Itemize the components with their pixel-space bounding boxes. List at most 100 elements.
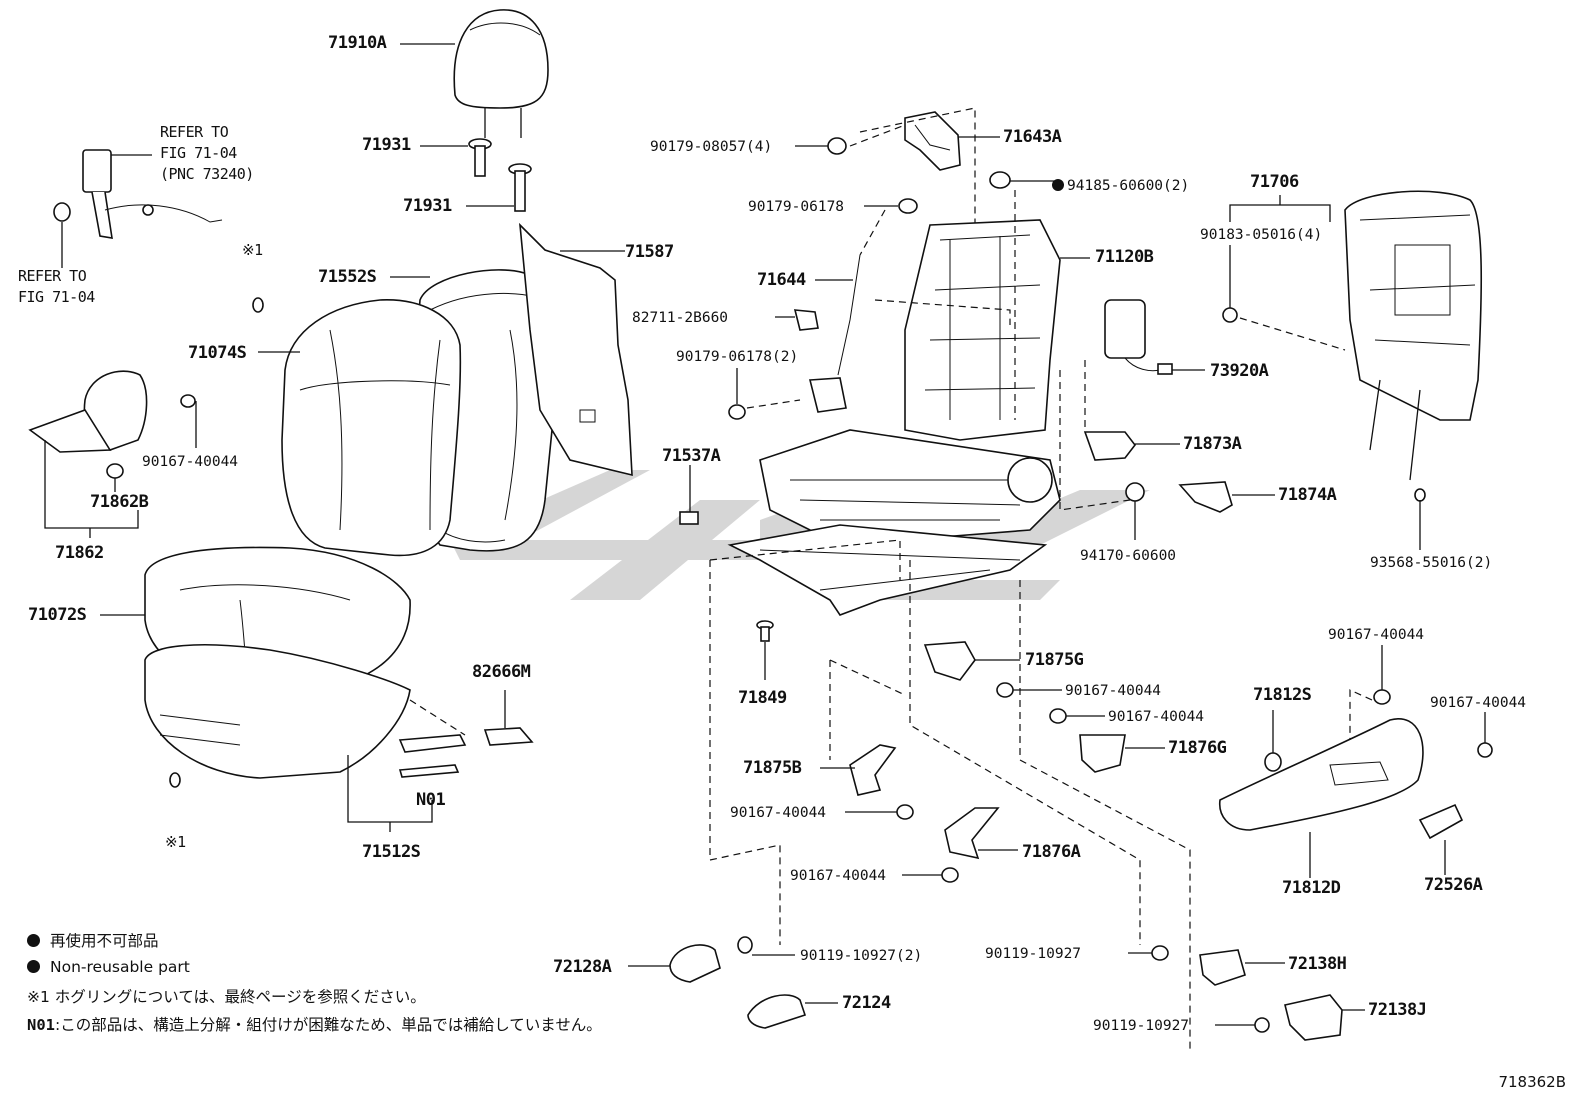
dash-h <box>909 560 1141 945</box>
label-90119-10927-2: 90119-10927(2) <box>800 948 923 964</box>
label-71849: 71849 <box>738 688 787 708</box>
clamp-82711 <box>775 309 819 331</box>
label-71706: 71706 <box>1250 172 1299 192</box>
label-82711-2B660: 82711-2B660 <box>632 310 729 326</box>
side-cover-71812D <box>1219 718 1424 878</box>
label-71812S: 71812S <box>1253 685 1312 705</box>
dash-g <box>829 659 906 760</box>
backboard-71706 <box>1222 190 1483 550</box>
bolt-71849 <box>756 620 774 680</box>
label-71875G: 71875G <box>1025 650 1084 670</box>
label-71120B: 71120B <box>1095 247 1154 267</box>
bolt-90119-b <box>1215 1017 1270 1033</box>
cover-71874A <box>1178 481 1275 513</box>
label-71512S: 71512S <box>362 842 421 862</box>
cover-71873A <box>1083 431 1180 461</box>
nut-90179-06178 <box>898 198 918 214</box>
label-71643A: 71643A <box>1003 127 1062 147</box>
label-94170-60600: 94170-60600 <box>1080 548 1177 564</box>
label-90167-40044-g: 90167-40044 <box>790 868 887 884</box>
label-refer-pnc: (PNC 73240) <box>160 165 254 183</box>
label-71644: 71644 <box>757 270 806 290</box>
label-82666M: 82666M <box>472 662 531 682</box>
bolt-90119-a <box>1128 945 1169 961</box>
label-71552S: 71552S <box>318 267 377 287</box>
label-72138H: 72138H <box>1288 954 1347 974</box>
dash-e <box>709 560 781 945</box>
label-90167-40044-c: 90167-40044 <box>1108 709 1205 725</box>
nut-90179-06178-2 <box>728 404 746 420</box>
label-71812D: 71812D <box>1282 878 1341 898</box>
cover-72138J <box>1284 994 1365 1041</box>
label-hog-ring-note-bottom: ※1 <box>165 833 186 851</box>
cover-71862 <box>28 370 197 538</box>
label-71876G: 71876G <box>1168 738 1227 758</box>
label-71931-a: 71931 <box>362 135 411 155</box>
figure-number: 718362B <box>1498 1073 1566 1091</box>
harness-N01 <box>398 699 467 778</box>
airbag-73920A <box>1104 299 1205 375</box>
label-71931-b: 71931 <box>403 196 452 216</box>
label-N01: N01 <box>416 790 446 810</box>
label-90167-40044-a: 90167-40044 <box>142 454 239 470</box>
label-71873A: 71873A <box>1183 434 1242 454</box>
hog-ring-top <box>252 297 264 313</box>
bracket-71643A <box>795 107 1000 250</box>
seatback-cover-71074S <box>258 299 462 557</box>
legend-nonreusable-jp: 再使用不可部品 <box>27 928 159 954</box>
label-71876A: 71876A <box>1022 842 1081 862</box>
label-90183-05016: 90183-05016(4) <box>1200 227 1323 243</box>
legend-note1: ※1 ホグリングについては、最終ページを参照ください。 <box>27 988 426 1006</box>
label-hog-ring-note-top: ※1 <box>242 241 263 259</box>
label-71862B: 71862B <box>90 492 149 512</box>
label-71587: 71587 <box>625 242 674 262</box>
dash-i <box>1019 580 1191 1050</box>
motor-71644 <box>808 209 886 413</box>
screw-90167-g <box>1477 712 1493 758</box>
filled-circle-icon <box>27 934 40 947</box>
label-71072S: 71072S <box>28 605 87 625</box>
label-90167-40044-d: 90167-40044 <box>1328 627 1425 643</box>
hog-ring-bottom <box>169 772 181 788</box>
screw-90167-e <box>1349 645 1391 740</box>
label-refer-fig-1: FIG 71-04 <box>160 144 237 162</box>
cover-72138H <box>1199 949 1285 986</box>
label-71862: 71862 <box>55 543 104 563</box>
cover-72124 <box>747 994 838 1029</box>
dash-a <box>874 299 1011 325</box>
guide-71931-b <box>466 163 532 212</box>
label-71875B: 71875B <box>743 758 802 778</box>
legend-n01: N01:この部品は、構造上分解・組付けが困難なため、単品では補給していません。 <box>27 1016 602 1034</box>
clip-71812S <box>1264 710 1282 772</box>
filled-circle-icon <box>27 960 40 973</box>
label-72138J: 72138J <box>1368 1000 1427 1020</box>
clip-82666M <box>483 690 534 746</box>
nut-94170 <box>1125 482 1145 540</box>
label-72124: 72124 <box>842 993 891 1013</box>
pad-71537A <box>679 465 699 525</box>
cover-71876A <box>902 807 1018 883</box>
label-refer-fig-2: FIG 71-04 <box>18 288 95 306</box>
nut-94185 <box>989 171 1011 189</box>
label-71074S: 71074S <box>188 343 247 363</box>
label-90167-40044-e: 90167-40044 <box>1430 695 1527 711</box>
label-71910A: 71910A <box>328 33 387 53</box>
label-refer-to-1: REFER TO <box>160 123 229 141</box>
label-90179-08057: 90179-08057(4) <box>650 139 773 155</box>
cushion-pad-71512S <box>144 644 433 832</box>
cover-72128A <box>628 936 795 983</box>
label-72128A: 72128A <box>553 957 612 977</box>
label-refer-to-2: REFER TO <box>18 267 87 285</box>
cover-71875B <box>820 744 914 820</box>
headrest-71910A <box>400 9 549 138</box>
label-90167-40044-b: 90167-40044 <box>1065 683 1162 699</box>
dash-f <box>709 539 901 580</box>
label-90179-06178: 90179-06178 <box>748 199 845 215</box>
cover-71876G <box>1049 708 1165 773</box>
seat-frame-71120B <box>727 219 1090 616</box>
knob-72526A <box>1418 803 1464 875</box>
label-73920A: 73920A <box>1210 361 1269 381</box>
label-94185-60600: 94185-60600(2) <box>1052 172 1189 198</box>
guide-71931-a <box>420 138 492 177</box>
